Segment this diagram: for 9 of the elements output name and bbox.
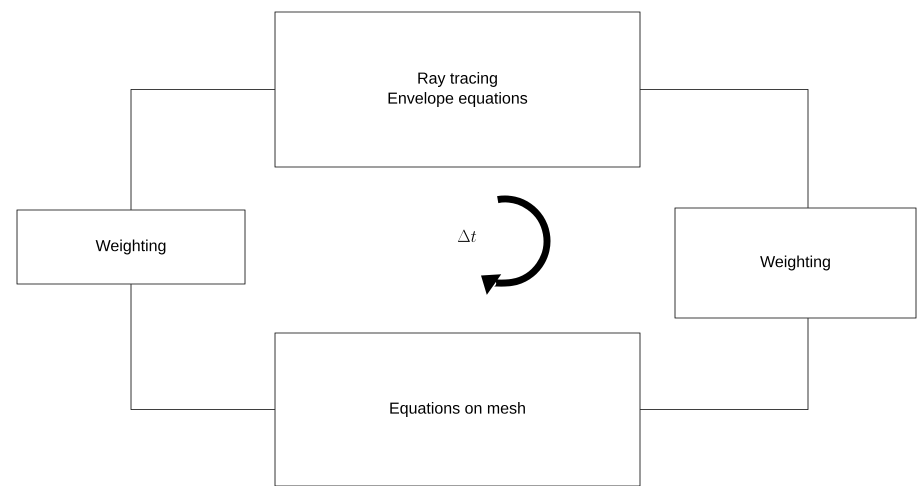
process-box: Weighting	[674, 208, 916, 318]
time-step-label: $\Delta t$	[458, 230, 476, 242]
process-box: Equations on mesh	[274, 332, 640, 486]
process-box: Ray tracing Envelope equations	[274, 12, 640, 168]
connector-line	[130, 284, 275, 410]
connector-line	[130, 89, 275, 210]
process-box: Weighting	[16, 210, 246, 284]
connector-line	[640, 89, 808, 208]
connector-line	[640, 318, 808, 410]
